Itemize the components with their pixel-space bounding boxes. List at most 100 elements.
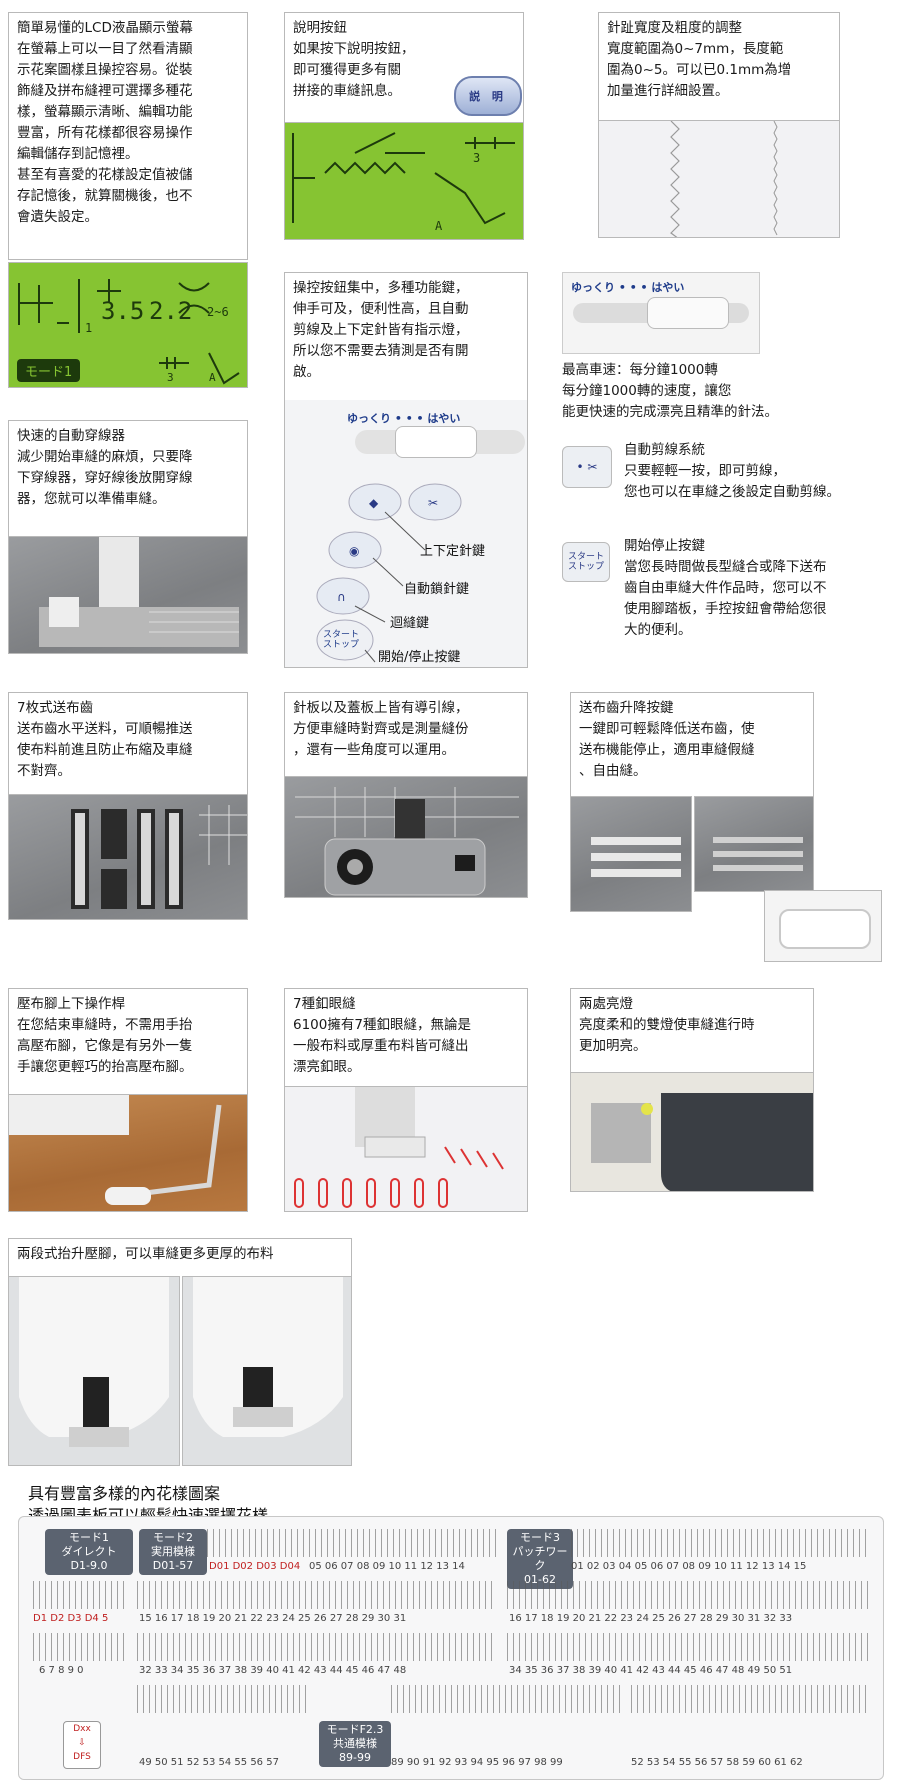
presser-low-image	[8, 1276, 180, 1466]
control-panel-image: ゆっくり • • • はやい ◆ ✂ ◉ ∩ スタート ストップ	[284, 400, 528, 668]
text-line: 編輯儲存到記憶裡。	[17, 146, 139, 162]
panel-description: 操控按鈕集中，多種功能鍵， 伸手可及，便利性高，且自動 剪線及上下定針皆有指示燈…	[284, 272, 528, 400]
text-line: 7種釦眼縫	[293, 996, 356, 1012]
text-line: 不對齊。	[17, 763, 71, 779]
drop-switch-image	[764, 890, 882, 962]
text-line: 示花案圖樣且操控容易。從裝	[17, 62, 193, 78]
pattern-row-3a	[137, 1633, 497, 1661]
feed-raised-image	[570, 796, 692, 912]
pattern-row-1b	[571, 1529, 871, 1557]
text-line: 7枚式送布齒	[17, 700, 94, 716]
guide-description: 針板以及蓋板上皆有導引線， 方便車縫時對齊或是測量縫份 ，還有一些角度可以運用。	[284, 692, 528, 776]
text-line: 最高車速：每分鐘1000轉	[562, 362, 718, 378]
text-line: 針板以及蓋板上皆有導引線，	[293, 700, 469, 716]
row4-mode3-numbers: 52 53 54 55 56 57 58 59 60 61 62	[631, 1757, 803, 1768]
pattern-row-2a	[137, 1581, 497, 1609]
explain-button[interactable]: 説 明	[454, 76, 522, 116]
mode1-name: モード1	[69, 1531, 109, 1544]
text-line: 送布機能停止，適用車縫假縫	[579, 742, 755, 758]
zigzag-stitch-image	[598, 120, 840, 238]
panel-slider-label: ゆっくり • • • はやい	[347, 412, 461, 425]
text-line: 每分鐘1000轉的速度，讓您	[562, 383, 732, 399]
svg-text:◆: ◆	[369, 496, 379, 510]
speed-slider-knob[interactable]	[646, 297, 729, 329]
lcd-value-3: 3	[167, 371, 174, 384]
text-line: 器，您就可以準備車縫。	[17, 491, 166, 507]
mode23-tag: モードF2.3 共通模様 89-99	[319, 1721, 391, 1767]
mode1-tag: モード1 ダイレクト D1-9.0	[45, 1529, 133, 1575]
mode2-tag: モード2 実用模様 D01-57	[139, 1529, 207, 1575]
lcd-glyphs	[18, 279, 240, 385]
feed-dog-drawing	[71, 805, 247, 909]
pattern-row-2l	[33, 1581, 127, 1609]
text-line: 當您長時間做長型縫合或降下送布	[624, 559, 827, 575]
text-line: 大的便利。	[624, 622, 692, 638]
needle-plate-image	[284, 776, 528, 898]
pattern-row-4a	[137, 1685, 307, 1713]
text-line: 針趾寬度及粗度的調整	[607, 20, 742, 36]
text-line: 漂亮釦眼。	[293, 1059, 361, 1075]
mode3-name: モード3	[520, 1531, 560, 1544]
mode2-type: 実用模様	[151, 1545, 195, 1558]
text-line: 齒自由車縫大件作品時，您可以不	[624, 580, 827, 596]
text-line: 伸手可及，便利性高，且自動	[293, 301, 469, 317]
text-line: 寬度範圍為0~7mm，長度範	[607, 41, 784, 57]
row3-mode3-numbers: 34 35 36 37 38 39 40 41 42 43 44 45 46 4…	[509, 1665, 793, 1676]
row1-mode3-numbers: 01 02 03 04 05 06 07 08 09 10 11 12 13 1…	[571, 1561, 807, 1572]
zigzag-lines	[670, 121, 778, 237]
dxx-dfs-icon: Dxx ⇩ DFS	[63, 1721, 101, 1769]
pattern-row-3b	[507, 1633, 871, 1661]
text-line: 會遺失設定。	[17, 209, 98, 225]
text-line: 減少開始車縫的麻煩，只要降	[17, 449, 193, 465]
drop-switch[interactable]	[779, 909, 871, 949]
text-line: 快速的自動穿線器	[17, 428, 125, 444]
text-line: 加量進行詳細設置。	[607, 83, 729, 99]
text-line: 簡單易懂的LCD液晶顯示螢幕	[17, 20, 193, 36]
mode23-name: モードF2.3	[326, 1723, 384, 1736]
mode1-range: D1-9.0	[70, 1559, 108, 1572]
mode2-range: D01-57	[152, 1559, 194, 1572]
explain-lcd-image: 3 A	[284, 122, 524, 240]
row1-mode2-numbers: 05 06 07 08 09 10 11 12 13 14	[309, 1561, 465, 1572]
text-line: 高壓布腳，它像是有另外一隻	[17, 1038, 193, 1054]
text-line: 自動剪線系統	[624, 442, 705, 458]
callout-auto-lock: 自動鎖針鍵	[404, 582, 470, 597]
lamp-drawing	[571, 1073, 813, 1191]
text-line: 如果按下說明按鈕，	[293, 41, 415, 57]
text-line: 開始停止按鍵	[624, 538, 705, 554]
buttonhole-image	[284, 1086, 528, 1212]
callout-start-stop: 開始/停止按鍵	[378, 650, 461, 665]
mode23-type: 共通模様	[333, 1737, 377, 1750]
lcd-mode-label: モード1	[17, 359, 81, 382]
lamp-image	[570, 1072, 814, 1192]
stitch-chart-panel: モード1 ダイレクト D1-9.0 モード2 実用模様 D01-57 モード3 …	[18, 1516, 884, 1780]
needle-plate-drawing	[295, 787, 519, 896]
text-line: 您也可以在車縫之後設定自動剪線。	[624, 484, 840, 500]
speed-description: 最高車速：每分鐘1000轉 每分鐘1000轉的速度，讓您 能更快速的完成漂亮且精…	[562, 360, 892, 423]
text-line: 在螢幕上可以一目了然看清顯	[17, 41, 193, 57]
row4-mode2-numbers: 49 50 51 52 53 54 55 56 57	[139, 1757, 279, 1768]
mode3-tag: モード3 パッチワーク 01-62	[507, 1529, 573, 1589]
panel-start-button-label[interactable]: スタート ストップ	[323, 630, 360, 650]
text-line: 送布齒升降按鍵	[579, 700, 674, 716]
presser-high-drawing	[193, 1277, 343, 1437]
feed-lowered-drawing	[713, 837, 803, 871]
panel-buttons: ◆ ✂ ◉ ∩	[316, 483, 462, 663]
mode2-name: モード2	[153, 1531, 193, 1544]
row4-common-numbers: 89 90 91 92 93 94 95 96 97 98 99	[391, 1757, 563, 1768]
buttonhole-drawing	[294, 1087, 504, 1208]
text-line: ，還有一些角度可以運用。	[293, 742, 455, 758]
text-line: 所以您不需要去猜測是否有開	[293, 343, 469, 359]
text-line: 手讓您更輕巧的抬高壓布腳。	[17, 1059, 193, 1075]
explain-lcd-glyphs	[292, 132, 515, 225]
text-line: 下穿線器，穿好線後放開穿線	[17, 470, 193, 486]
lcd-description: 簡單易懂的LCD液晶顯示螢幕 在螢幕上可以一目了然看清顯 示花案圖樣且操控容易。…	[8, 12, 248, 260]
lcd-screen-image: 3.5 2.2 2~6 1 3 A モード1	[8, 262, 248, 388]
panel-slider-knob[interactable]	[395, 426, 477, 458]
mode23-range: 89-99	[339, 1751, 371, 1764]
feed-raised-drawing	[591, 837, 681, 877]
pattern-row-3l	[33, 1633, 127, 1661]
panel-slider-track	[355, 426, 525, 458]
threader-drawing	[39, 537, 239, 647]
text-line: 存記憶後，就算關機後，也不	[17, 188, 193, 204]
